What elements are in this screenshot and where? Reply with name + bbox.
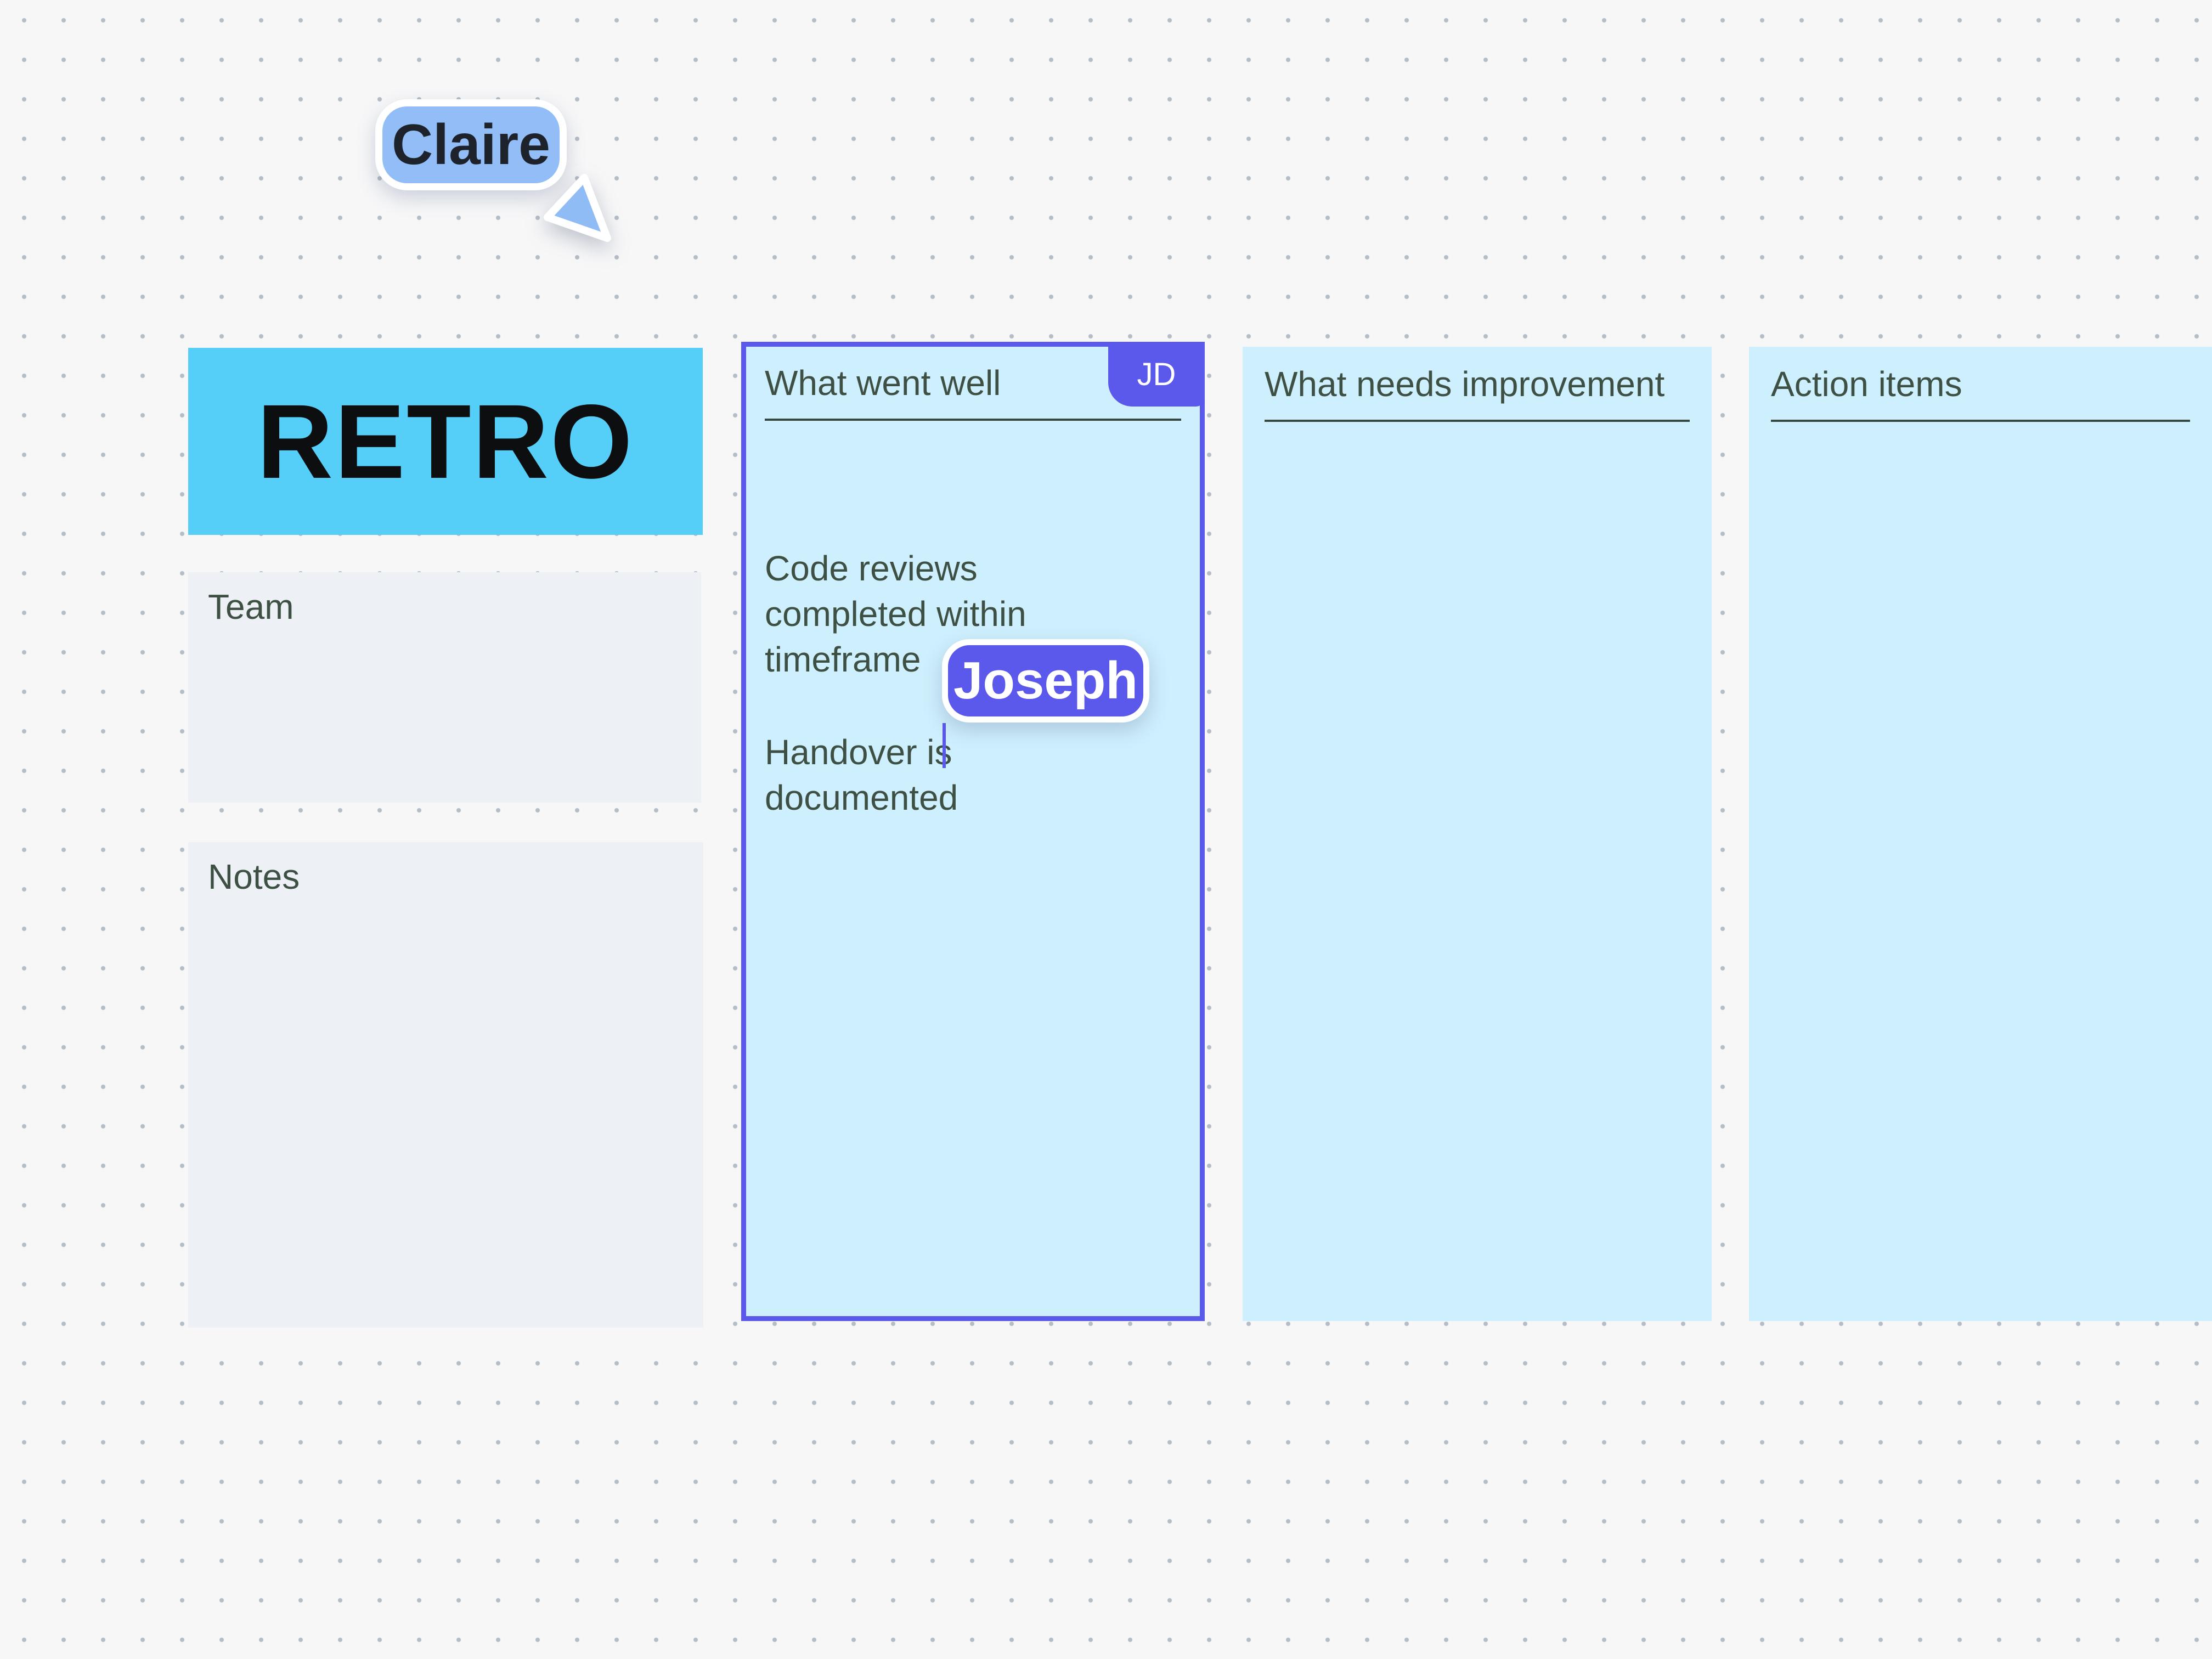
column-action-items[interactable]: Action items [1749,347,2212,1321]
selection-badge-initials: JD [1137,356,1176,392]
collaborator-name: Joseph [953,651,1138,710]
collaborator-tag-joseph: Joseph [942,639,1149,723]
column-header-action-items[interactable]: Action items [1771,364,1962,404]
board-title-block[interactable]: RETRO [188,348,703,535]
team-card[interactable]: Team [188,572,701,803]
note-item[interactable]: Code reviews completed within timeframe [765,549,1026,679]
column-what-went-well[interactable]: JD What went well Code reviews completed… [741,342,1205,1321]
column-header-what-needs-improvement[interactable]: What needs improvement [1265,364,1665,404]
column-header-divider [1265,420,1690,422]
board-title: RETRO [257,382,634,500]
column-what-needs-improvement[interactable]: What needs improvement [1243,347,1712,1321]
collaborator-cursor-icon [544,174,611,242]
note-item[interactable]: Handover is documented [765,732,958,817]
collaborator-tag-claire: Claire [375,99,567,190]
team-card-label: Team [208,587,294,627]
column-header-what-went-well[interactable]: What went well [765,363,1001,403]
remote-text-caret [943,723,946,768]
column-header-divider [765,419,1181,421]
collaborator-name: Claire [391,112,551,177]
notes-card-label: Notes [208,857,300,896]
column-header-divider [1771,420,2190,422]
selection-badge-jd: JD [1108,342,1205,407]
notes-card[interactable]: Notes [188,842,703,1328]
